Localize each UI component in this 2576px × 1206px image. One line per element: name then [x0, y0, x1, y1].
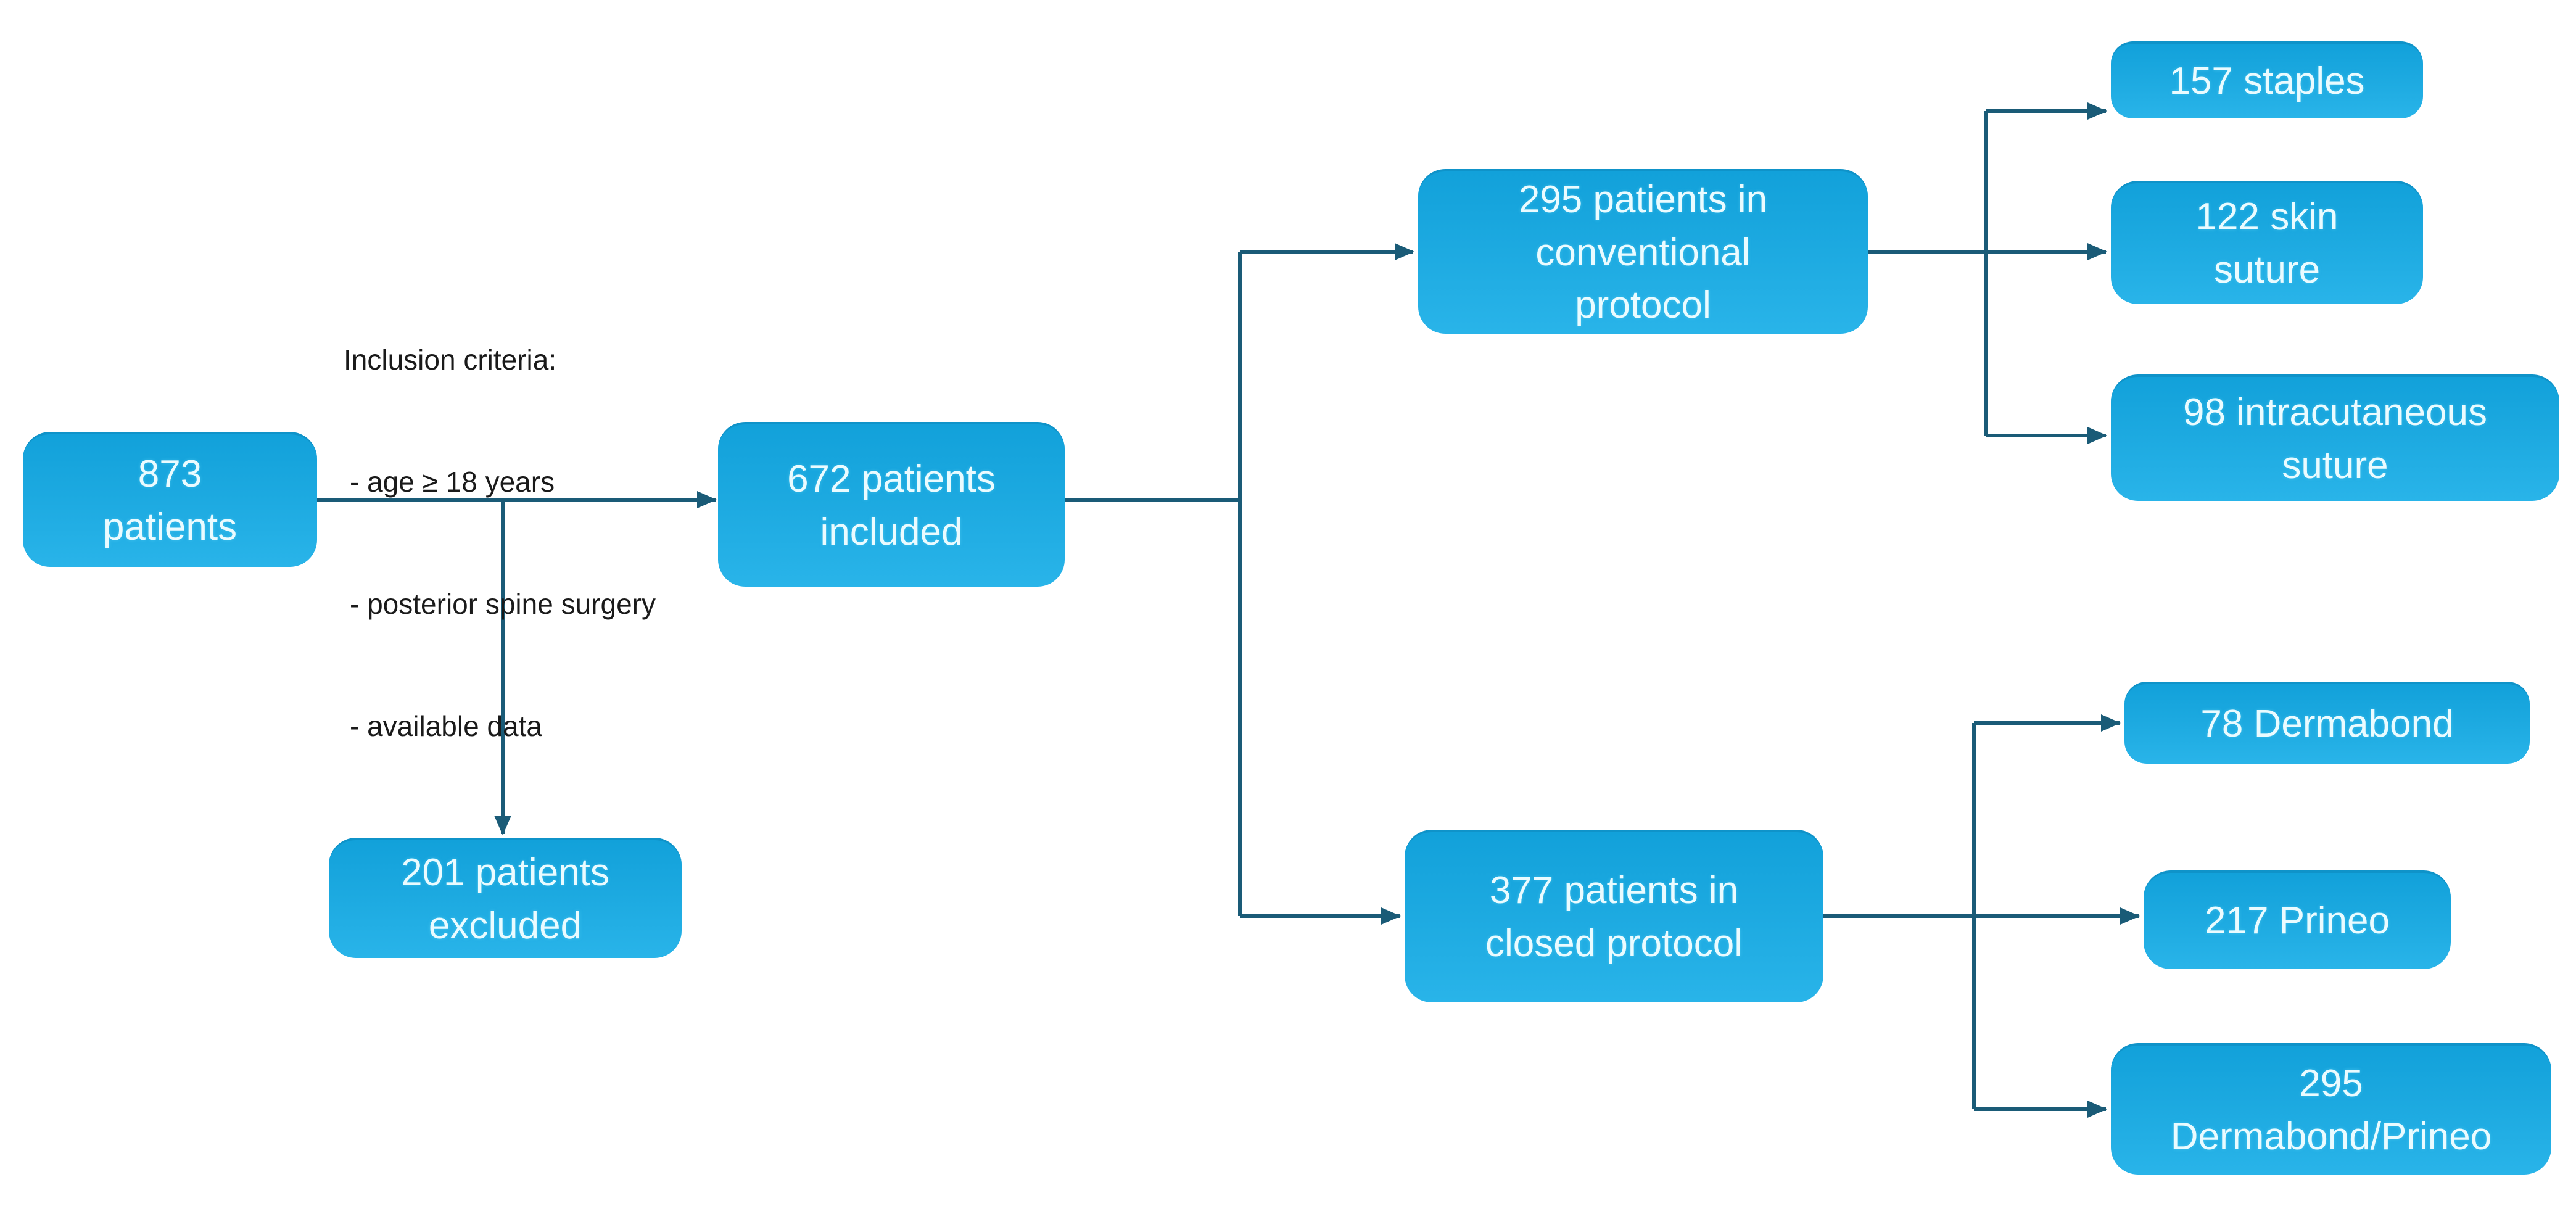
inclusion-criteria-item: - age ≥ 18 years	[350, 466, 555, 498]
node-201-patients-excluded: 201 patients excluded	[329, 838, 682, 958]
node-78-dermabond: 78 Dermabond	[2124, 682, 2530, 764]
inclusion-criteria-item: - available data	[350, 710, 542, 742]
node-873-patients: 873 patients	[23, 432, 317, 567]
inclusion-criteria-item: - posterior spine surgery	[350, 588, 656, 620]
node-217-prineo: 217 Prineo	[2144, 870, 2451, 969]
node-157-staples: 157 staples	[2111, 41, 2423, 118]
node-377-closed-protocol: 377 patients in closed protocol	[1405, 830, 1823, 1002]
node-295-conventional-protocol: 295 patients in conventional protocol	[1418, 169, 1868, 334]
node-98-intracutaneous-suture: 98 intracutaneous suture	[2111, 374, 2559, 501]
node-295-dermabond-prineo: 295 Dermabond/Prineo	[2111, 1043, 2551, 1175]
node-672-patients-included: 672 patients included	[718, 422, 1065, 587]
node-122-skin-suture: 122 skin suture	[2111, 181, 2423, 304]
inclusion-criteria-heading: Inclusion criteria:	[344, 344, 557, 376]
inclusion-criteria-annotation: Inclusion criteria: - age ≥ 18 years - p…	[344, 258, 656, 828]
